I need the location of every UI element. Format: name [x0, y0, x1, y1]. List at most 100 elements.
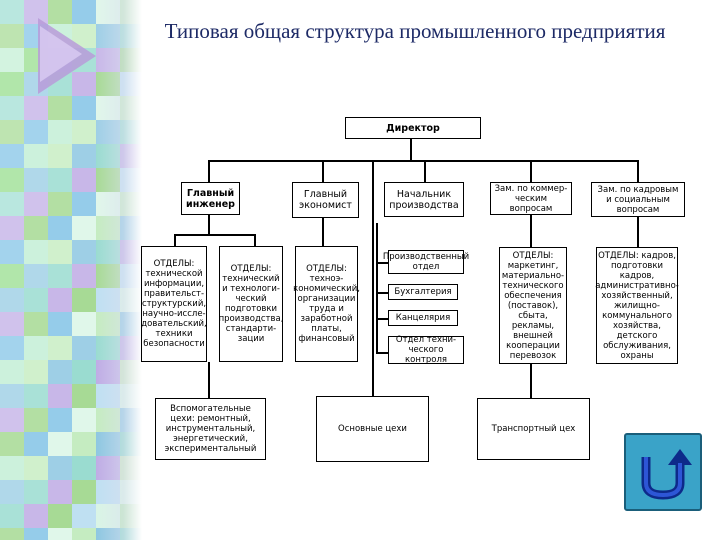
- strip-tile: [24, 456, 48, 480]
- strip-tile: [0, 216, 24, 240]
- strip-tile: [24, 504, 48, 528]
- strip-tile: [72, 192, 96, 216]
- strip-tile: [24, 384, 48, 408]
- strip-tile: [0, 504, 24, 528]
- strip-tile: [24, 264, 48, 288]
- strip-tile: [48, 360, 72, 384]
- connector: [174, 234, 254, 236]
- connector: [376, 223, 378, 353]
- strip-tile: [0, 168, 24, 192]
- strip-tile: [48, 504, 72, 528]
- connector: [372, 160, 374, 396]
- strip-tile: [0, 312, 24, 336]
- strip-tile: [72, 360, 96, 384]
- strip-tile: [0, 264, 24, 288]
- strip-tile: [24, 120, 48, 144]
- connector: [208, 215, 210, 235]
- strip-tile: [48, 528, 72, 540]
- strip-tile: [24, 408, 48, 432]
- strip-tile: [0, 72, 24, 96]
- strip-tile: [72, 144, 96, 168]
- strip-tile: [0, 48, 24, 72]
- strip-tile: [0, 240, 24, 264]
- strip-tile: [0, 0, 24, 24]
- connector: [376, 352, 388, 354]
- strip-tile: [48, 120, 72, 144]
- node-production-dept: Производственный отдел: [382, 250, 470, 274]
- strip-tile: [24, 432, 48, 456]
- strip-tile: [24, 240, 48, 264]
- strip-tile: [24, 336, 48, 360]
- node-main-shops: Основные цехи: [316, 396, 429, 462]
- strip-tile: [0, 528, 24, 540]
- strip-tile: [24, 288, 48, 312]
- strip-tile: [48, 336, 72, 360]
- strip-tile: [48, 288, 72, 312]
- strip-tile: [0, 120, 24, 144]
- strip-tile: [72, 120, 96, 144]
- node-hr-depts: ОТДЕЛЫ: кадров, подготовки кадров, админ…: [595, 247, 679, 364]
- strip-tile: [72, 288, 96, 312]
- node-commercial-deputy: Зам. по коммер-ческим вопросам: [490, 182, 572, 215]
- strip-tile: [0, 408, 24, 432]
- node-engineering-depts: ОТДЕЛЫ: технической информации, правител…: [141, 246, 207, 362]
- strip-tile: [48, 384, 72, 408]
- strip-tile: [0, 456, 24, 480]
- connector: [208, 160, 638, 162]
- strip-tile: [0, 480, 24, 504]
- connector: [376, 262, 388, 264]
- strip-tile: [72, 480, 96, 504]
- u-turn-arrow-icon: [641, 449, 692, 500]
- strip-tile: [24, 360, 48, 384]
- connector: [424, 160, 426, 182]
- strip-tile: [72, 408, 96, 432]
- connector: [322, 218, 324, 246]
- strip-tile: [72, 216, 96, 240]
- strip-tile: [24, 480, 48, 504]
- connector: [530, 215, 532, 247]
- connector: [376, 292, 388, 294]
- strip-tile: [24, 96, 48, 120]
- strip-tile: [24, 144, 48, 168]
- slide-title: Типовая общая структура промышленного пр…: [164, 19, 666, 43]
- node-transport-shop: Транспортный цех: [477, 398, 590, 460]
- strip-tile: [24, 528, 48, 540]
- strip-tile: [48, 96, 72, 120]
- strip-tile: [48, 192, 72, 216]
- strip-tile: [72, 456, 96, 480]
- strip-tile: [72, 336, 96, 360]
- strip-tile: [72, 168, 96, 192]
- connector: [254, 234, 256, 246]
- strip-tile: [0, 360, 24, 384]
- strip-tile: [48, 240, 72, 264]
- node-commercial-depts: ОТДЕЛЫ: маркетинг, материально-техническ…: [499, 247, 567, 364]
- connector: [410, 139, 412, 161]
- strip-tile: [24, 312, 48, 336]
- strip-tile: [72, 528, 96, 540]
- strip-tile: [72, 504, 96, 528]
- strip-tile: [48, 264, 72, 288]
- connector: [530, 364, 532, 398]
- node-auxiliary-shops: Вспомогательные цехи: ремонтный, инструм…: [155, 398, 266, 460]
- node-economic-depts: ОТДЕЛЫ: техноэ-кономический, организации…: [293, 246, 360, 362]
- strip-tile: [48, 312, 72, 336]
- connector: [376, 318, 388, 320]
- back-button[interactable]: [624, 433, 702, 511]
- strip-tile: [24, 216, 48, 240]
- node-technical-control: Отдел техни-ческого контроля: [388, 335, 464, 365]
- strip-tile: [48, 456, 72, 480]
- connector: [208, 362, 210, 398]
- node-chief-engineer: Главный инженер: [181, 182, 240, 215]
- node-office: Канцелярия: [388, 310, 458, 326]
- strip-tile: [48, 408, 72, 432]
- strip-tile: [48, 432, 72, 456]
- strip-tile: [0, 24, 24, 48]
- strip-tile: [48, 168, 72, 192]
- triangle-play-highlight: [40, 26, 82, 82]
- node-hr-deputy: Зам. по кадровым и социальным вопросам: [591, 182, 685, 217]
- strip-tile: [48, 480, 72, 504]
- connector: [637, 160, 639, 182]
- strip-tile: [72, 264, 96, 288]
- connector: [637, 217, 639, 247]
- strip-tile: [72, 96, 96, 120]
